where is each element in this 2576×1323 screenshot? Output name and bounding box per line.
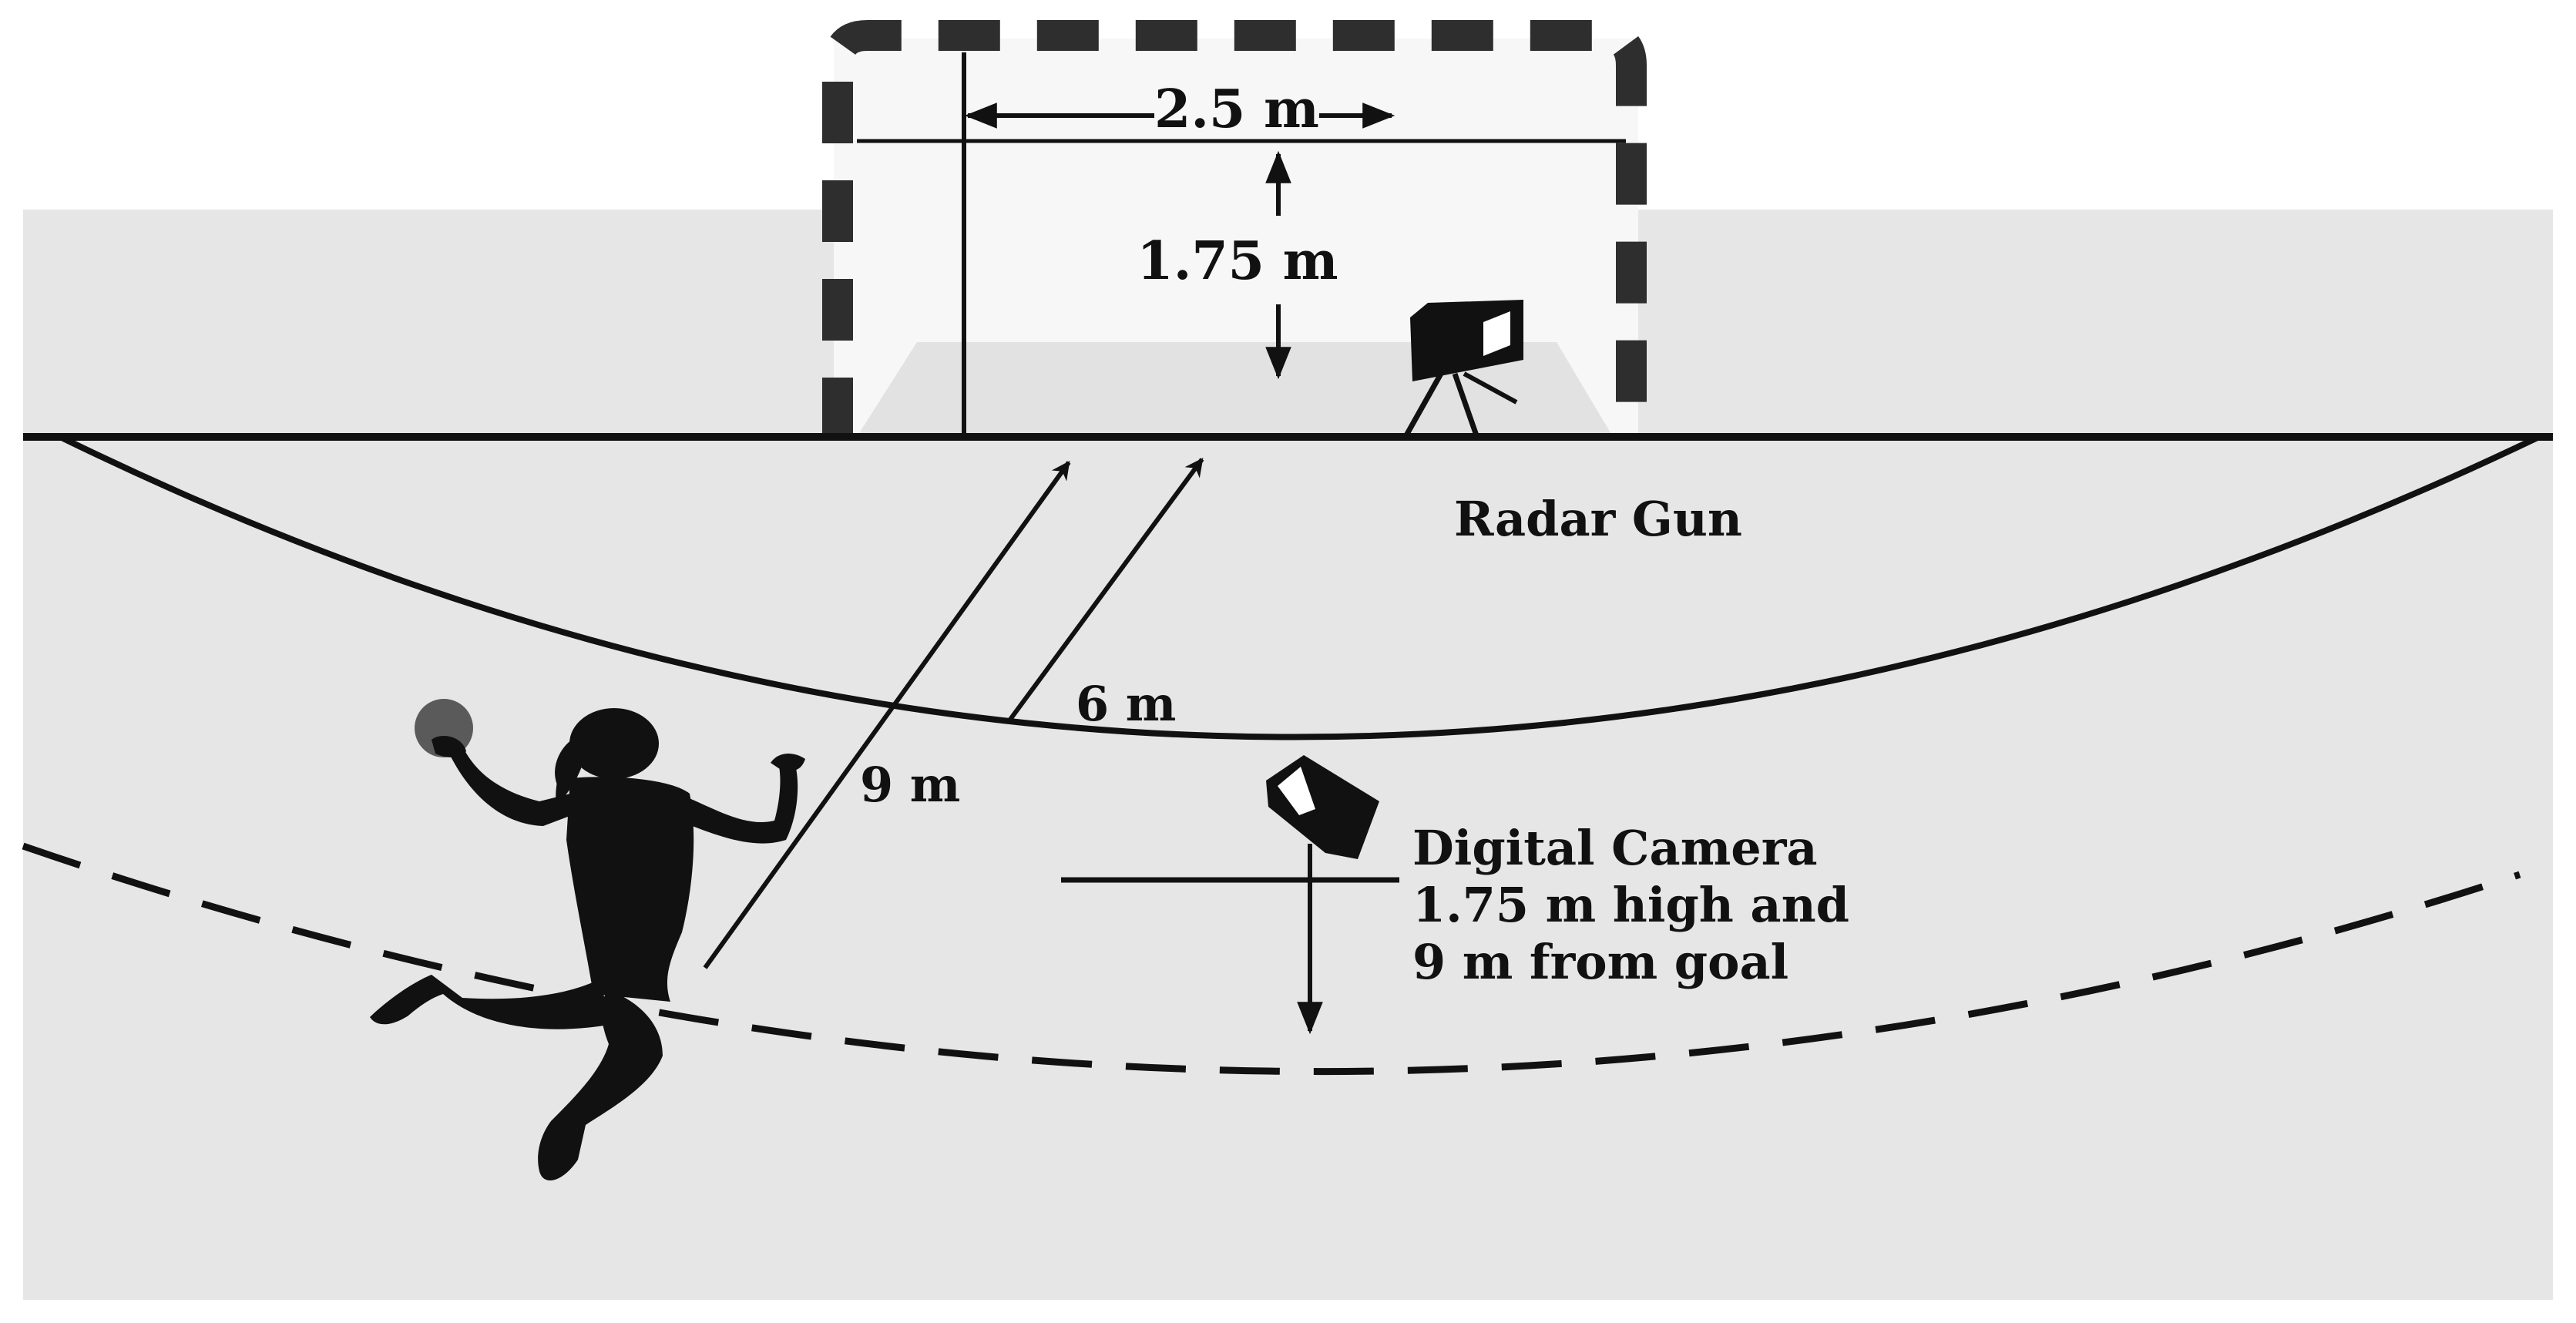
player-hand (432, 736, 466, 757)
camera-label-line-3: 9 m from goal (1412, 934, 1788, 990)
target-height-label: 1.75 m (1137, 230, 1338, 292)
six-meter-line (59, 434, 2541, 740)
player-front-leg (538, 990, 663, 1180)
digital-camera-lens (1278, 767, 1315, 815)
player-back-leg (370, 975, 609, 1029)
camera-label-line-1: Digital Camera (1412, 820, 1818, 876)
handball-player-silhouette (370, 699, 805, 1180)
player-ponytail (555, 740, 579, 792)
nine-meter-label: 9 m (860, 757, 960, 813)
nine-meter-line (22, 842, 2521, 1076)
six-meter-label: 6 m (1076, 676, 1176, 732)
player-throwing-arm (451, 746, 572, 826)
goal-frame (822, 20, 1647, 439)
player-left-arm (678, 759, 798, 844)
player-torso (566, 777, 694, 1002)
goal-width-label: 2.5 m (1154, 79, 1319, 140)
digital-camera-icon (1266, 755, 1379, 859)
player-left-hand (771, 754, 805, 771)
goal-width-dimension: 2.5 m (857, 52, 1626, 437)
radar-gun-label: Radar Gun (1454, 491, 1742, 547)
digital-camera-label: Digital Camera 1.75 m high and 9 m from … (1412, 820, 1866, 990)
radar-gun-lens (1483, 311, 1510, 356)
camera-label-line-2: 1.75 m high and (1412, 877, 1849, 933)
six-meter-throw-arrow (1007, 458, 1204, 722)
radar-gun-leg (1452, 372, 1479, 437)
radar-gun-leg (1463, 371, 1518, 405)
player-head (569, 708, 659, 779)
nine-meter-throw-arrow (703, 461, 1071, 969)
radar-gun-leg (1403, 372, 1444, 437)
target-height-dimension: 1.75 m (1137, 150, 1338, 380)
radar-gun-icon (1403, 300, 1523, 437)
